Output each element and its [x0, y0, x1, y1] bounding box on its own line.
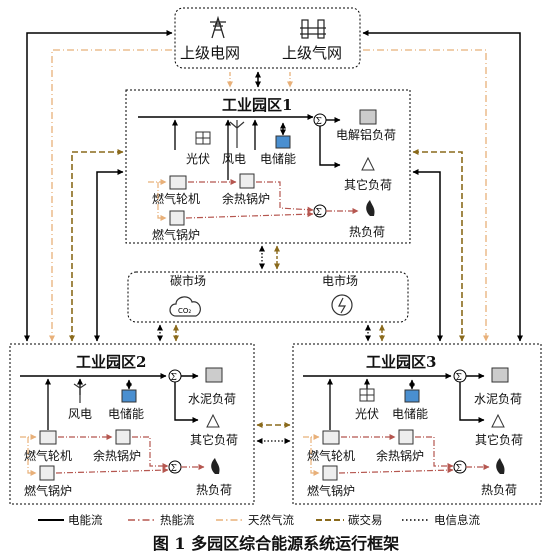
- cement-load-label: 水泥负荷: [474, 392, 522, 406]
- gas-pipeline-icon: [300, 19, 326, 39]
- other-load-icon: [206, 413, 220, 428]
- svg-text:Σ: Σ: [316, 117, 322, 127]
- wind-label: 风电: [68, 407, 92, 421]
- upper-power-grid-label: 上级电网: [180, 44, 240, 62]
- gas-turbine-icon: [169, 175, 187, 190]
- electricity-market-label: 电市场: [322, 273, 358, 288]
- market-box: 碳市场 电市场 CO₂: [127, 271, 409, 323]
- legend-electric: 电能流: [68, 513, 103, 527]
- waste-heat-boiler-icon: [239, 173, 255, 189]
- wind-turbine-icon: [229, 120, 245, 148]
- storage-label: 电储能: [260, 151, 296, 166]
- pv-icon: [195, 131, 211, 145]
- upper-gas-grid-label: 上级气网: [282, 44, 342, 62]
- svg-text:Σ: Σ: [316, 208, 322, 218]
- gas-turbine-icon: [39, 430, 57, 445]
- svg-text:Σ: Σ: [456, 464, 462, 474]
- waste-heat-boiler-label: 余热锅炉: [93, 448, 141, 463]
- park-3: 工业园区3 Σ 光伏 电储能: [292, 343, 542, 505]
- legend-gas: 天然气流: [248, 513, 294, 527]
- legend: 电能流 热能流 天然气流 碳交易 电信息流: [38, 513, 480, 527]
- other-load-icon: [361, 156, 375, 171]
- electrolytic-load-label: 电解铝负荷: [336, 127, 396, 142]
- park-2: 工业园区2 Σ 风电 电储能: [9, 343, 255, 505]
- cement-load-label: 水泥负荷: [188, 392, 236, 406]
- battery-icon: [275, 135, 291, 149]
- wind-label: 风电: [222, 152, 246, 166]
- gas-boiler-icon: [322, 465, 338, 481]
- heat-load-label: 热负荷: [349, 225, 385, 239]
- upper-grid-box: 上级电网 上级气网: [174, 7, 361, 69]
- heat-load-icon: [496, 458, 505, 474]
- power-pylon-icon: [210, 15, 226, 39]
- gas-turbine-label: 燃气轮机: [24, 448, 72, 463]
- cement-load-icon: [205, 367, 223, 383]
- gas-turbine-label: 燃气轮机: [152, 191, 200, 206]
- gas-turbine-icon: [322, 430, 340, 445]
- svg-text:CO₂: CO₂: [178, 307, 191, 315]
- battery-icon: [121, 389, 137, 403]
- figure-caption: 图 1 多园区综合能源系统运行框架: [153, 534, 399, 553]
- park-1-title: 工业园区1: [222, 96, 292, 114]
- park-3-title: 工业园区3: [366, 353, 436, 371]
- pv-label: 光伏: [186, 152, 210, 166]
- heat-load-label: 热负荷: [196, 483, 232, 497]
- electricity-cycle-icon: [331, 294, 353, 316]
- gas-boiler-label: 燃气锅炉: [152, 227, 200, 242]
- storage-label: 电储能: [108, 406, 144, 421]
- svg-text:Σ: Σ: [456, 373, 462, 383]
- battery-icon: [404, 389, 420, 403]
- park-1: 工业园区1 Σ: [125, 89, 411, 244]
- other-load-label: 其它负荷: [475, 432, 523, 447]
- heat-load-icon: [366, 200, 375, 216]
- waste-heat-boiler-label: 余热锅炉: [376, 448, 424, 463]
- gas-boiler-label: 燃气锅炉: [307, 483, 355, 498]
- wind-turbine-icon: [73, 383, 87, 403]
- waste-heat-boiler-label: 余热锅炉: [222, 191, 270, 206]
- svg-text:Σ: Σ: [171, 464, 177, 474]
- carbon-market-label: 碳市场: [170, 273, 206, 288]
- waste-heat-boiler-icon: [398, 429, 414, 445]
- heat-load-icon: [211, 458, 220, 474]
- legend-info: 电信息流: [434, 513, 480, 527]
- gas-boiler-icon: [169, 210, 185, 226]
- other-load-label: 其它负荷: [190, 432, 238, 447]
- other-load-label: 其它负荷: [344, 177, 392, 192]
- other-load-icon: [491, 413, 505, 428]
- legend-carbon: 碳交易: [348, 513, 383, 527]
- gas-boiler-label: 燃气锅炉: [24, 483, 72, 498]
- svg-text:Σ: Σ: [171, 373, 177, 383]
- storage-label: 电储能: [392, 406, 428, 421]
- park-2-title: 工业园区2: [76, 353, 146, 371]
- gas-turbine-label: 燃气轮机: [307, 448, 355, 463]
- waste-heat-boiler-icon: [115, 429, 131, 445]
- electrolytic-aluminium-icon: [359, 109, 377, 125]
- co2-cloud-icon: CO₂: [169, 296, 201, 317]
- pv-icon: [359, 388, 375, 402]
- heat-load-label: 热负荷: [481, 483, 517, 497]
- gas-boiler-icon: [39, 465, 55, 481]
- pv-label: 光伏: [355, 407, 379, 421]
- cement-load-icon: [491, 367, 509, 383]
- connections: [24, 30, 523, 444]
- legend-heat: 热能流: [160, 513, 195, 527]
